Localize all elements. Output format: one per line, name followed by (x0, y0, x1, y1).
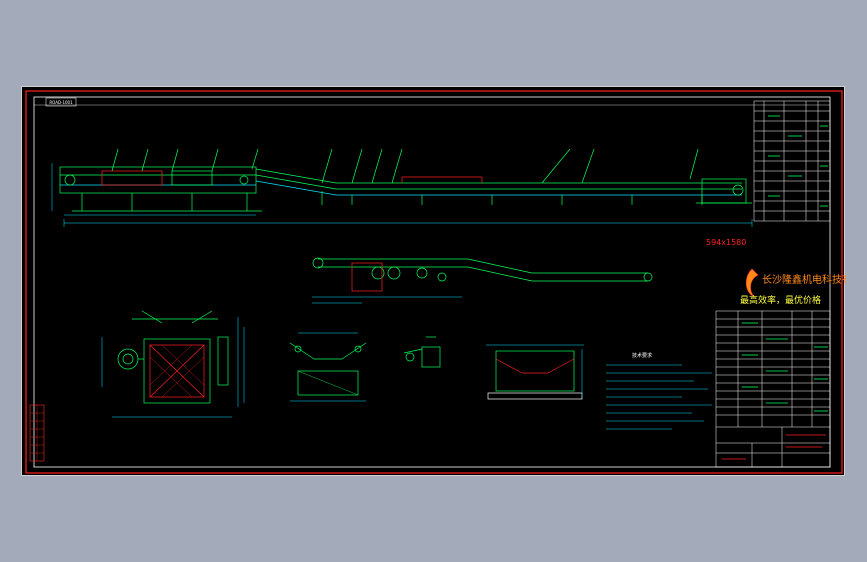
technical-notes: 技术要求 (606, 352, 712, 430)
inner-frame (33, 96, 831, 468)
section-view-3 (486, 344, 584, 400)
company-name: 长沙隆鑫机电科技有限公司 (762, 273, 846, 286)
drawing-canvas[interactable]: ROAD-1001 (21, 86, 867, 476)
title-block (715, 310, 831, 468)
small-detail (403, 336, 441, 368)
size-label: 594x1580 (706, 238, 746, 247)
outer-frame (25, 90, 843, 474)
flame-icon (745, 268, 759, 298)
section-view-2 (289, 332, 367, 402)
frame-detail (312, 257, 653, 304)
revision-column (29, 404, 45, 462)
conveyor-elevation (51, 148, 753, 227)
parts-table (753, 100, 831, 222)
sheet-tag-box: ROAD-1001 (45, 97, 77, 107)
company-logo: 长沙隆鑫机电科技有限公司 最高效率，最优价格 (740, 268, 867, 306)
sheet-tag: ROAD-1001 (49, 100, 73, 105)
notes-title: 技术要求 (632, 352, 652, 359)
drawing-svg: ROAD-1001 (25, 90, 867, 474)
company-slogan: 最高效率，最优价格 (740, 294, 821, 306)
section-view-1 (101, 310, 245, 418)
